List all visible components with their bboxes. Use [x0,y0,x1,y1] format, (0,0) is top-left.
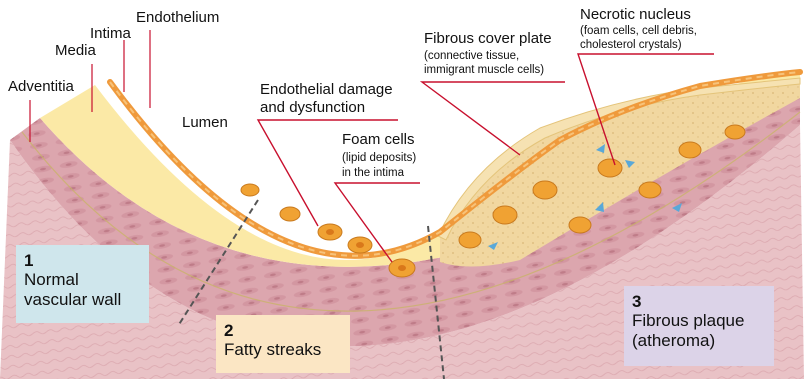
stage-1-line1: Normal [24,270,141,290]
stage-3-box: 3 Fibrous plaque (atheroma) [624,286,774,366]
stage-3-number: 3 [632,292,766,311]
label-necrotic-sub1: (foam cells, cell debris, [580,25,697,38]
label-media: Media [55,42,96,60]
label-endothelial-damage-line2: and dysfunction [260,99,365,117]
label-foam-cells-sub2: in the intima [342,167,404,180]
stage-2-line1: Fatty streaks [224,340,342,360]
label-necrotic-nucleus: Necrotic nucleus [580,6,691,24]
stage-1-line2: vascular wall [24,290,141,310]
label-intima: Intima [90,25,131,43]
stage-2-number: 2 [224,321,342,340]
label-necrotic-sub2: cholesterol crystals) [580,39,682,52]
stage-1-number: 1 [24,251,141,270]
label-fibrous-cover: Fibrous cover plate [424,30,552,48]
label-endothelial-damage-line1: Endothelial damage [260,81,393,99]
stage-2-box: 2 Fatty streaks [216,315,350,373]
label-foam-cells-sub1: (lipid deposits) [342,152,416,165]
label-adventitia: Adventitia [8,78,74,96]
stage-1-box: 1 Normal vascular wall [16,245,149,323]
stage-3-line1: Fibrous plaque [632,311,766,331]
label-fibrous-cover-sub1: (connective tissue, [424,50,519,63]
label-foam-cells: Foam cells [342,131,415,149]
stage-3-line2: (atheroma) [632,331,766,351]
label-fibrous-cover-sub2: immigrant muscle cells) [424,64,544,77]
label-endothelium: Endothelium [136,9,219,27]
label-lumen: Lumen [182,114,228,132]
